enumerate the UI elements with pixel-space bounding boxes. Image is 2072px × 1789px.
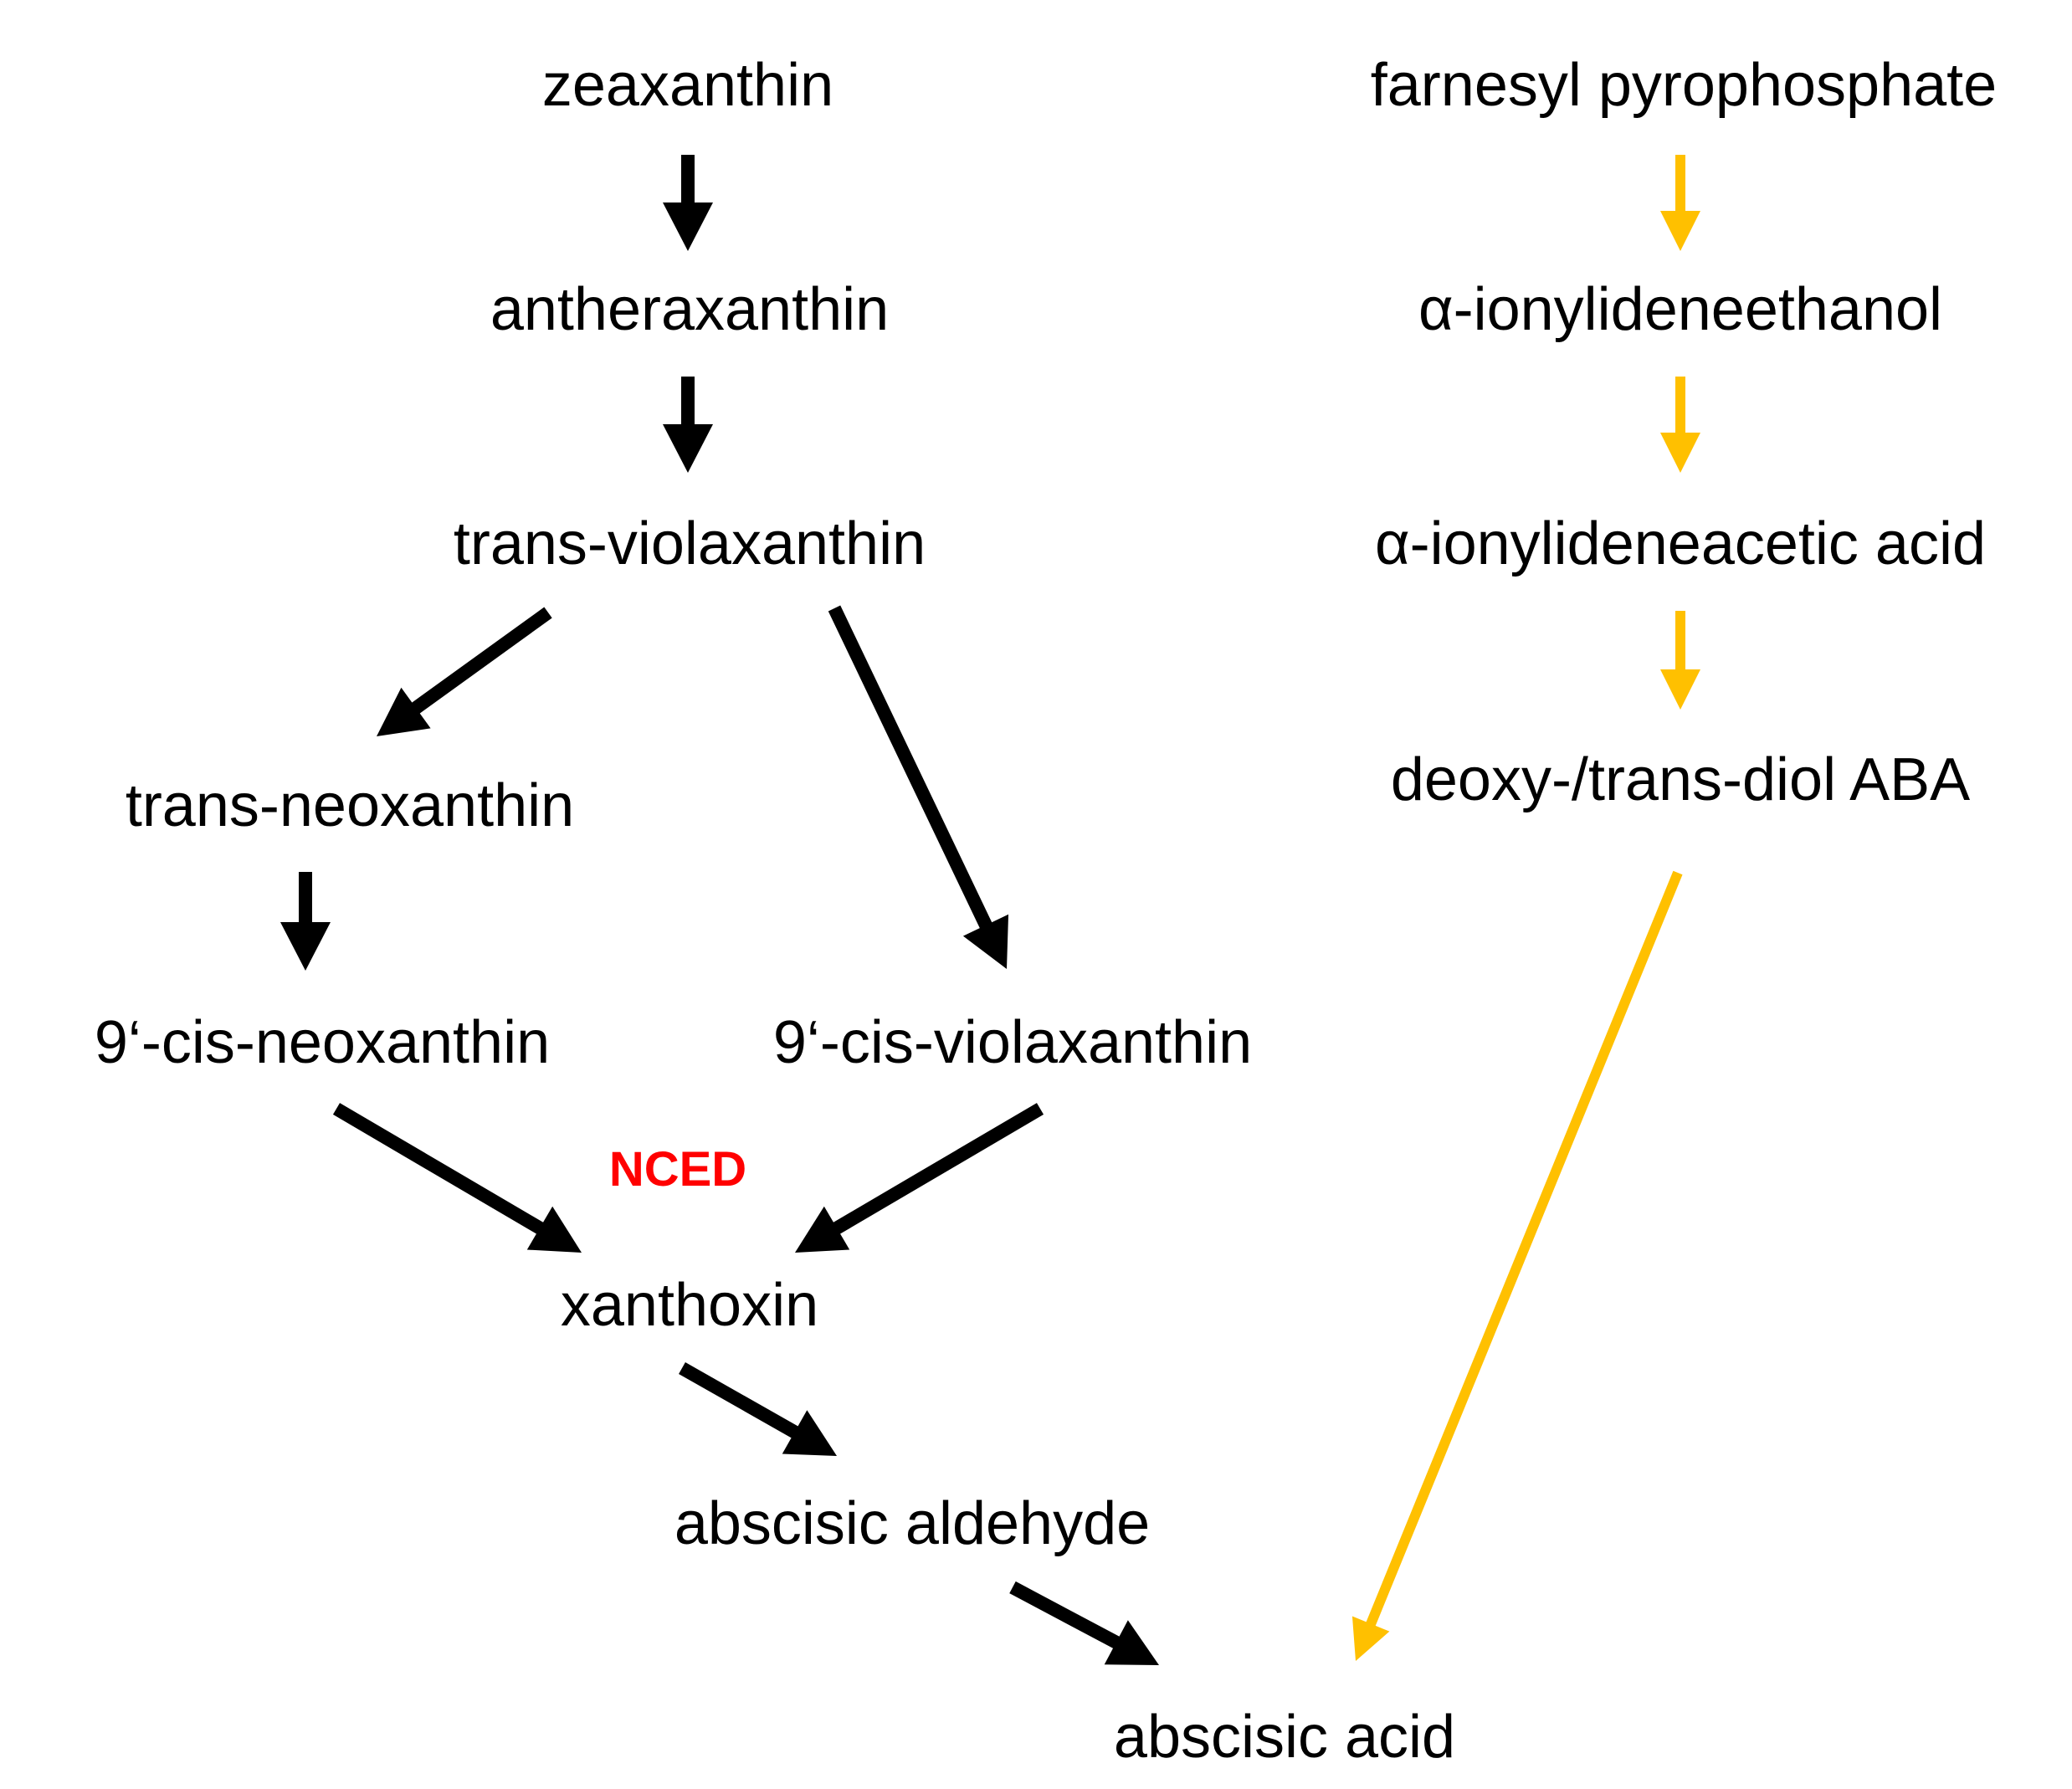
arrow-ionylideneacetic-acid-to-diol-aba bbox=[1660, 611, 1700, 710]
arrow-head bbox=[1351, 1616, 1390, 1661]
pathway-arrows bbox=[280, 155, 1700, 1665]
arrow-head bbox=[280, 922, 331, 971]
arrow-cis-neoxanthin-to-xanthoxin bbox=[332, 1103, 582, 1253]
arrow-head bbox=[377, 687, 431, 736]
node-9-cis-violaxanthin: 9‘-cis-violaxanthin bbox=[773, 1009, 1252, 1076]
arrow-head bbox=[795, 1206, 850, 1253]
arrow-trans-violaxanthin-to-trans-neoxanthin bbox=[377, 607, 552, 736]
arrow-shaft bbox=[332, 1103, 545, 1235]
node-trans-neoxanthin: trans-neoxanthin bbox=[126, 772, 574, 839]
node-alpha-ionylideneacetic-acid: α-ionylideneacetic acid bbox=[1375, 510, 1986, 577]
arrow-trans-neoxanthin-to-cis-neoxanthin bbox=[280, 872, 331, 971]
arrow-farnesyl-pyrophosphate-to-ionylideneethanol bbox=[1660, 155, 1700, 251]
arrow-cis-violaxanthin-to-xanthoxin bbox=[795, 1103, 1044, 1253]
arrow-head bbox=[962, 914, 1009, 969]
node-farnesyl-pyrophosphate: farnesyl pyrophosphate bbox=[1371, 52, 1997, 119]
arrow-head bbox=[1660, 211, 1700, 251]
arrow-head bbox=[1660, 669, 1700, 710]
node-antheraxanthin: antheraxanthin bbox=[490, 276, 889, 343]
node-abscisic-acid: abscisic acid bbox=[1114, 1704, 1455, 1771]
arrow-head bbox=[782, 1410, 837, 1456]
node-alpha-ionylideneethanol: α-ionylideneethanol bbox=[1418, 276, 1942, 343]
node-deoxy-trans-diol-aba: deoxy-/trans-diol ABA bbox=[1391, 746, 1970, 813]
arrow-ionylideneethanol-to-ionylideneacetic-acid bbox=[1660, 377, 1700, 473]
arrow-head bbox=[663, 202, 713, 251]
arrow-xanthoxin-to-abscisic-aldehyde bbox=[679, 1362, 837, 1456]
arrow-shaft bbox=[832, 1103, 1044, 1235]
arrow-shaft bbox=[828, 605, 993, 930]
node-abscisic-aldehyde: abscisic aldehyde bbox=[674, 1490, 1150, 1557]
node-zeaxanthin: zeaxanthin bbox=[542, 52, 833, 119]
node-9-cis-neoxanthin: 9‘-cis-neoxanthin bbox=[95, 1009, 550, 1076]
arrow-head bbox=[1660, 433, 1700, 473]
arrow-shaft bbox=[410, 607, 552, 715]
arrow-shaft bbox=[1365, 870, 1683, 1628]
arrow-head bbox=[526, 1206, 582, 1253]
arrow-abscisic-aldehyde-to-abscisic-acid bbox=[1009, 1581, 1159, 1665]
enzyme-label-nced: NCED bbox=[609, 1142, 746, 1197]
arrow-diol-aba-to-abscisic-acid bbox=[1351, 870, 1683, 1661]
arrow-antheraxanthin-to-trans-violaxanthin bbox=[663, 377, 713, 473]
arrow-shaft bbox=[1009, 1581, 1121, 1649]
arrow-shaft bbox=[679, 1362, 800, 1439]
arrow-head bbox=[1104, 1620, 1159, 1665]
arrow-trans-violaxanthin-to-cis-violaxanthin bbox=[828, 605, 1009, 969]
arrow-zeaxanthin-to-antheraxanthin bbox=[663, 155, 713, 251]
arrow-head bbox=[663, 424, 713, 473]
node-trans-violaxanthin: trans-violaxanthin bbox=[454, 510, 926, 577]
node-xanthoxin: xanthoxin bbox=[561, 1272, 818, 1339]
